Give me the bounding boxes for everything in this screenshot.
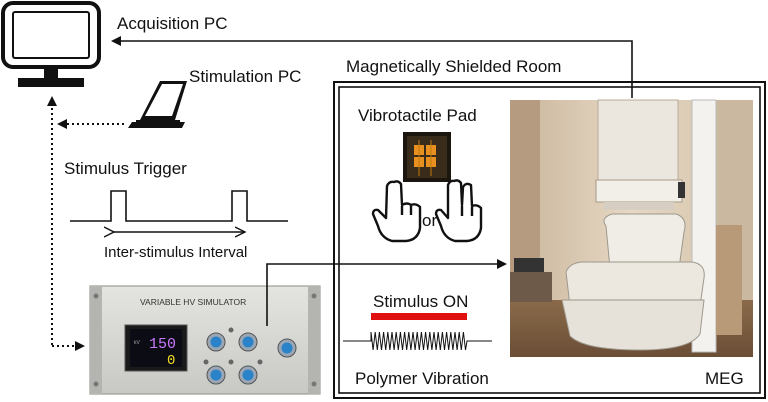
stimulus-trigger-waveform (70, 190, 288, 222)
simulator-small-dials (203, 327, 263, 365)
simulator-display-unit: kV (134, 340, 141, 346)
meg-photo (510, 99, 753, 357)
meg-label: MEG (705, 369, 744, 388)
simulator-knob-5 (277, 338, 297, 358)
stimulus-trigger-label: Stimulus Trigger (64, 159, 187, 178)
polymer-vibration-waveform (343, 331, 492, 351)
shielded-room-border (333, 81, 766, 399)
vibrotactile-pad-photo (403, 132, 451, 182)
or-label: or (422, 211, 437, 230)
stimulus-on-bar (371, 313, 467, 320)
two-finger-hand-icon (434, 179, 483, 243)
stimulus-on-label: Stimulus ON (373, 292, 468, 311)
simulator-knob-3 (206, 365, 226, 385)
simulator-knob-1 (206, 332, 226, 352)
simulator-display-top: 150 (149, 336, 176, 353)
hv-simulator-photo: VARIABLE HV SIMULATOR 150 0 kV (89, 285, 321, 395)
stimulation-pc-laptop-icon (128, 81, 187, 128)
shielded-room-inner-border (338, 86, 761, 394)
simulator-knob-2 (238, 332, 258, 352)
meg-to-acquisition-arrow (111, 36, 633, 98)
vibrotactile-pad-label: Vibrotactile Pad (358, 106, 477, 125)
simulator-knob-4 (238, 365, 258, 385)
stimulation-pc-label: Stimulation PC (189, 67, 301, 86)
acquisition-pc-monitor-icon (1, 1, 101, 87)
polymer-vibration-label: Polymer Vibration (355, 369, 489, 388)
acquisition-pc-label: Acquisition PC (117, 14, 228, 33)
simulator-display-bottom: 0 (167, 353, 175, 369)
shielded-room-label: Magnetically Shielded Room (346, 57, 561, 76)
simulator-to-meg-arrow (266, 259, 507, 326)
index-finger-hand-icon (371, 180, 422, 243)
simulator-title: VARIABLE HV SIMULATOR (140, 297, 246, 307)
inter-stimulus-interval-label: Inter-stimulus Interval (104, 244, 247, 261)
